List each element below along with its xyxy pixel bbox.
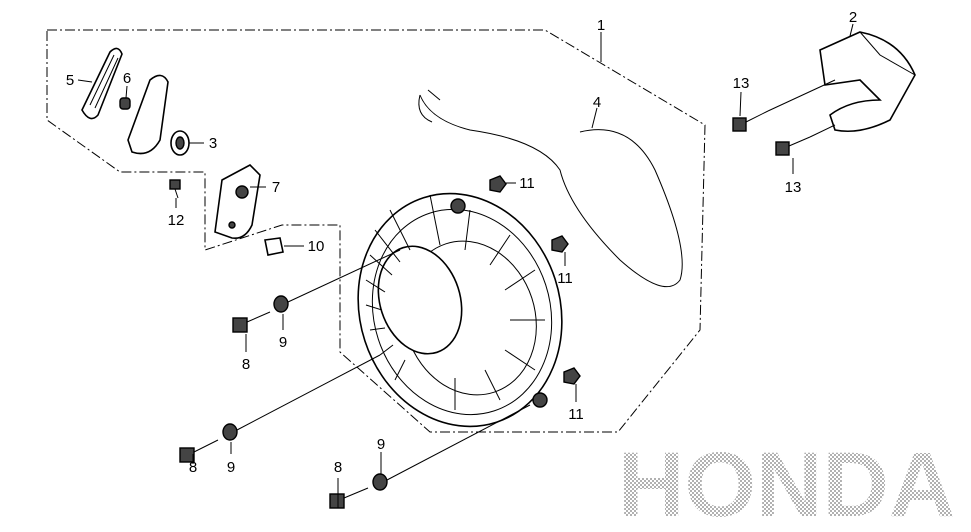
part-13-bolt [732, 110, 769, 132]
callout-9: 9 [377, 436, 385, 453]
part-8-bolt [232, 311, 271, 333]
part-10-clip [264, 237, 284, 256]
callout-4: 4 [593, 94, 601, 111]
part-11-nut [563, 367, 581, 385]
part-9-washer [273, 295, 289, 313]
part-2-cover [819, 31, 916, 133]
callout-5: 5 [66, 72, 74, 89]
part-1-recoil-housing [357, 192, 563, 428]
callout-11: 11 [519, 175, 535, 192]
part-12-bolt [169, 179, 181, 199]
part-3-starter-grip [127, 74, 190, 156]
callout-9: 9 [279, 334, 287, 351]
part-7-guide-plate [214, 164, 261, 240]
part-9-washer [372, 473, 388, 491]
callout-8: 8 [334, 459, 342, 476]
part-11-nut [489, 175, 507, 193]
part-13-bolt [775, 136, 811, 156]
callout-8: 8 [189, 459, 197, 476]
callout-7: 7 [272, 179, 280, 196]
part-11-nut [551, 235, 569, 253]
callout-13: 13 [733, 75, 750, 92]
callout-10: 10 [308, 238, 325, 255]
callout-13: 13 [785, 179, 802, 196]
part-6-collar [119, 97, 131, 110]
part-8-bolt [179, 439, 219, 463]
leader-lines [77, 23, 854, 508]
callout-3: 3 [209, 135, 217, 152]
callout-12: 12 [168, 212, 185, 229]
part-5-grip-insert [81, 47, 123, 120]
callout-2: 2 [849, 9, 857, 26]
part-9-washer [222, 423, 238, 441]
part-4-starter-rope [418, 89, 683, 288]
callout-1: 1 [597, 17, 605, 34]
callout-9: 9 [227, 459, 235, 476]
callout-11: 11 [568, 406, 584, 423]
part-8-bolt [329, 487, 369, 509]
assembly-boundary [46, 29, 706, 433]
callout-11: 11 [557, 270, 573, 287]
callout-6: 6 [123, 70, 131, 87]
honda-watermark: HONDA [618, 434, 955, 532]
callout-8: 8 [242, 356, 250, 373]
